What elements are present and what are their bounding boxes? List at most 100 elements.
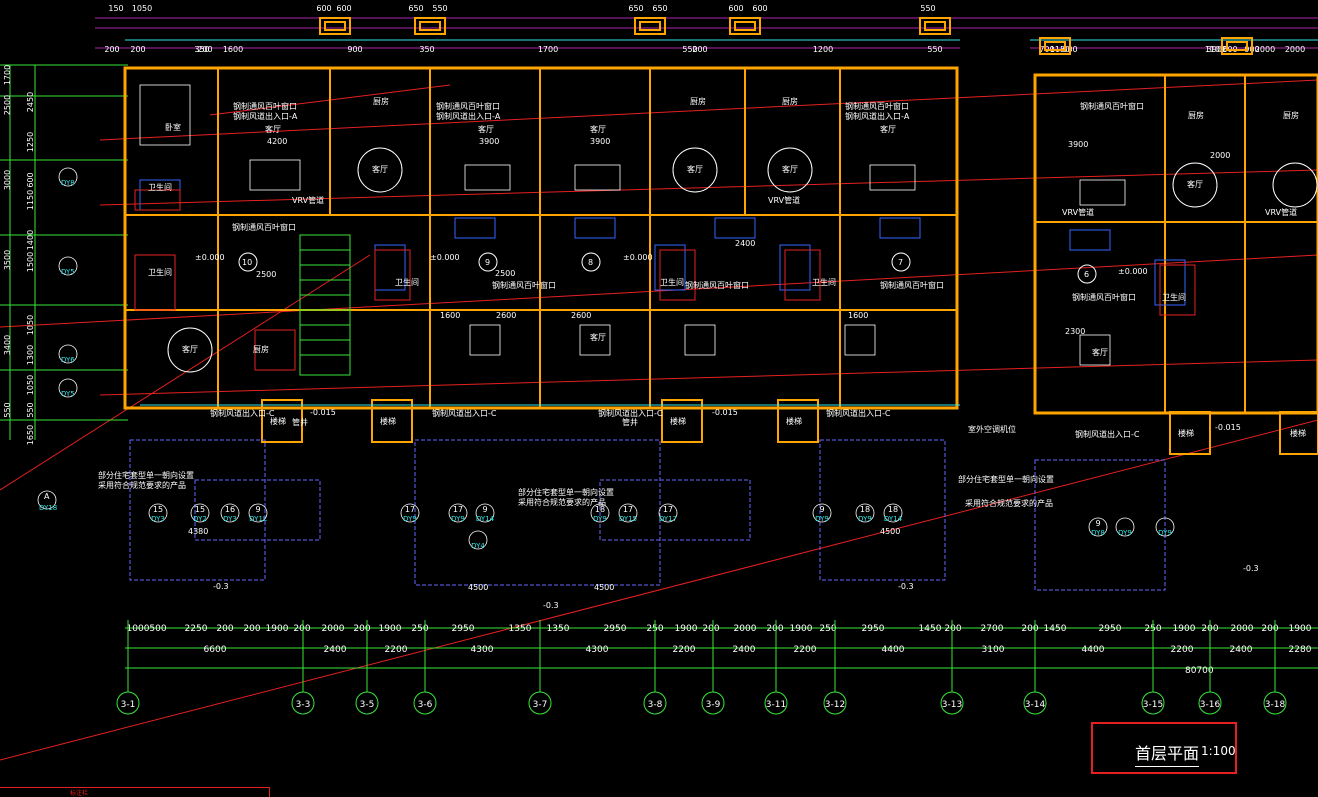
- dy-callout-number: 15: [195, 505, 205, 514]
- dy-callout-circle: [590, 503, 610, 523]
- top-dim-value: 1200: [813, 45, 833, 54]
- axis-label: 3-3: [296, 700, 311, 710]
- axis-label: 3-18: [1265, 700, 1286, 710]
- top-dim-value: 600: [728, 4, 743, 13]
- top-dim-value: 1100: [1205, 45, 1225, 54]
- dy-callout-circle: [1155, 517, 1175, 537]
- left-dim-value: 1300: [26, 345, 35, 365]
- axis-bubble: [823, 691, 847, 715]
- dy-callout-label: DY9: [1158, 529, 1172, 537]
- inner-dim: 4200: [267, 137, 287, 146]
- note-window-4: 采用符合规范要求的产品: [518, 497, 606, 507]
- dim-row2-value: 4300: [586, 645, 609, 655]
- dim-row1-value: 200: [216, 624, 233, 634]
- inner-dim: 3900: [590, 137, 610, 146]
- left-dim-value: 550: [26, 402, 35, 417]
- window-frame-inner: [324, 21, 346, 31]
- left-dimension-column: [0, 64, 128, 440]
- top-dim-value: 650: [652, 4, 667, 13]
- dim-row1-value: 2000: [322, 624, 345, 634]
- note-vent-sub-1: 钢制风道出入口-A: [233, 111, 298, 121]
- axis-label: 3-16: [1200, 700, 1221, 710]
- top-dim-value: 550: [432, 4, 447, 13]
- room-label-bath-4: 卫生间: [660, 277, 684, 287]
- inner-dim: 3900: [479, 137, 499, 146]
- room-label-elev-3: 楼梯: [670, 416, 686, 426]
- dim-row1-value: 500: [149, 624, 166, 634]
- level-ground-4: ±0.000: [1118, 267, 1148, 276]
- axis-label: 3-5: [360, 700, 375, 710]
- dy-callout-number: 9: [255, 505, 260, 514]
- dy-callout-label: DY14: [476, 515, 495, 523]
- axis-bubble: [940, 691, 964, 715]
- window-frame: [729, 17, 761, 35]
- inner-dim: 2600: [571, 311, 591, 320]
- unit-number-circles: [238, 252, 1097, 284]
- dim-row1-value: 1350: [509, 624, 532, 634]
- note-window-5: 部分住宅套型单一朝向设置: [958, 474, 1054, 484]
- inner-dim: 4500: [468, 583, 488, 592]
- room-label-kitchen-2: 厨房: [690, 96, 706, 106]
- note-vent-7: 钢制通风百叶窗口: [685, 280, 749, 290]
- dim-row2-value: 2200: [794, 645, 817, 655]
- unit-number-6: 6: [1084, 270, 1089, 279]
- inner-dim: 1600: [440, 311, 460, 320]
- left-dim-value: 1050: [26, 375, 35, 395]
- dim-row2-value: 4400: [1082, 645, 1105, 655]
- dy-callout-label: DY9: [815, 515, 829, 523]
- room-label-elev-5: 楼梯: [1178, 428, 1194, 438]
- top-dim-value: 650: [628, 4, 643, 13]
- left-dim-value: 1050: [26, 315, 35, 335]
- note-vent-1: 钢制通风百叶窗口: [233, 101, 297, 111]
- note-vent-c-3: 钢制风道出入口-C: [598, 408, 663, 418]
- dy-callout-label: DY1L: [249, 515, 267, 523]
- left-dim-value: 3400: [3, 335, 12, 355]
- section-a: A: [44, 492, 50, 501]
- dy-callout-circle: [400, 503, 420, 523]
- dim-row1-value: 1900: [675, 624, 698, 634]
- level-outdoor-4: -0.3: [1243, 564, 1259, 573]
- window-frame: [1221, 37, 1253, 55]
- dy-callout-number: 17: [663, 505, 673, 514]
- axis-label: 3-7: [533, 700, 548, 710]
- unit-numbers: 10 9 8 7 6: [242, 258, 1089, 279]
- dim-row2-value: 2200: [385, 645, 408, 655]
- level-ground-1: ±0.000: [195, 253, 225, 262]
- top-dim-value: 600: [316, 4, 331, 13]
- window-frame-inner: [419, 21, 441, 31]
- dy-callout-label: DY9: [1118, 529, 1132, 537]
- room-label-kitchen-3: 厨房: [782, 96, 798, 106]
- room-label-living-6: 客厅: [590, 332, 606, 342]
- left-dim-value: 1700: [3, 65, 12, 85]
- room-label-dining-1: 客厅: [372, 164, 388, 174]
- dim-row2-value: 2400: [733, 645, 756, 655]
- dy-callout-circle: [468, 530, 488, 550]
- dy-callout-label: DY8: [1091, 529, 1105, 537]
- top-dim-value: 550: [927, 45, 942, 54]
- axis-bubble: [1023, 691, 1047, 715]
- dy-callout-circle: [220, 503, 240, 523]
- dy-label: DY8: [61, 179, 75, 187]
- dy-callout-number: 17: [453, 505, 463, 514]
- axis-bubble: [116, 691, 140, 715]
- dim-row2-value: 2280: [1289, 645, 1312, 655]
- section-a-sub: DY18: [39, 504, 57, 512]
- dy-callout-number: 9: [819, 505, 824, 514]
- dim-row1-value: 200: [293, 624, 310, 634]
- axis-label: 3-13: [942, 700, 962, 710]
- dy-callout-label: DY9: [593, 515, 607, 523]
- window-frame-inner: [1044, 41, 1066, 51]
- window-frame-inner: [924, 21, 946, 31]
- dim-row1-value: 250: [819, 624, 836, 634]
- inner-dim: 2000: [1210, 151, 1230, 160]
- dy-callout-number: 18: [860, 505, 870, 514]
- dy-callout-circle: [883, 503, 903, 523]
- level-outdoor-3: -0.3: [898, 582, 914, 591]
- top-dim-value: 1600: [223, 45, 243, 54]
- note-vent-c-5: 钢制风道出入口-C: [1075, 429, 1140, 439]
- note-pipe-2: 管井: [622, 417, 638, 427]
- dy-callout-number: 18: [888, 505, 898, 514]
- unit-number-10: 10: [242, 258, 252, 267]
- level-marks: ±0.000 ±0.000 ±0.000 ±0.000 -0.015 -0.01…: [195, 253, 1259, 610]
